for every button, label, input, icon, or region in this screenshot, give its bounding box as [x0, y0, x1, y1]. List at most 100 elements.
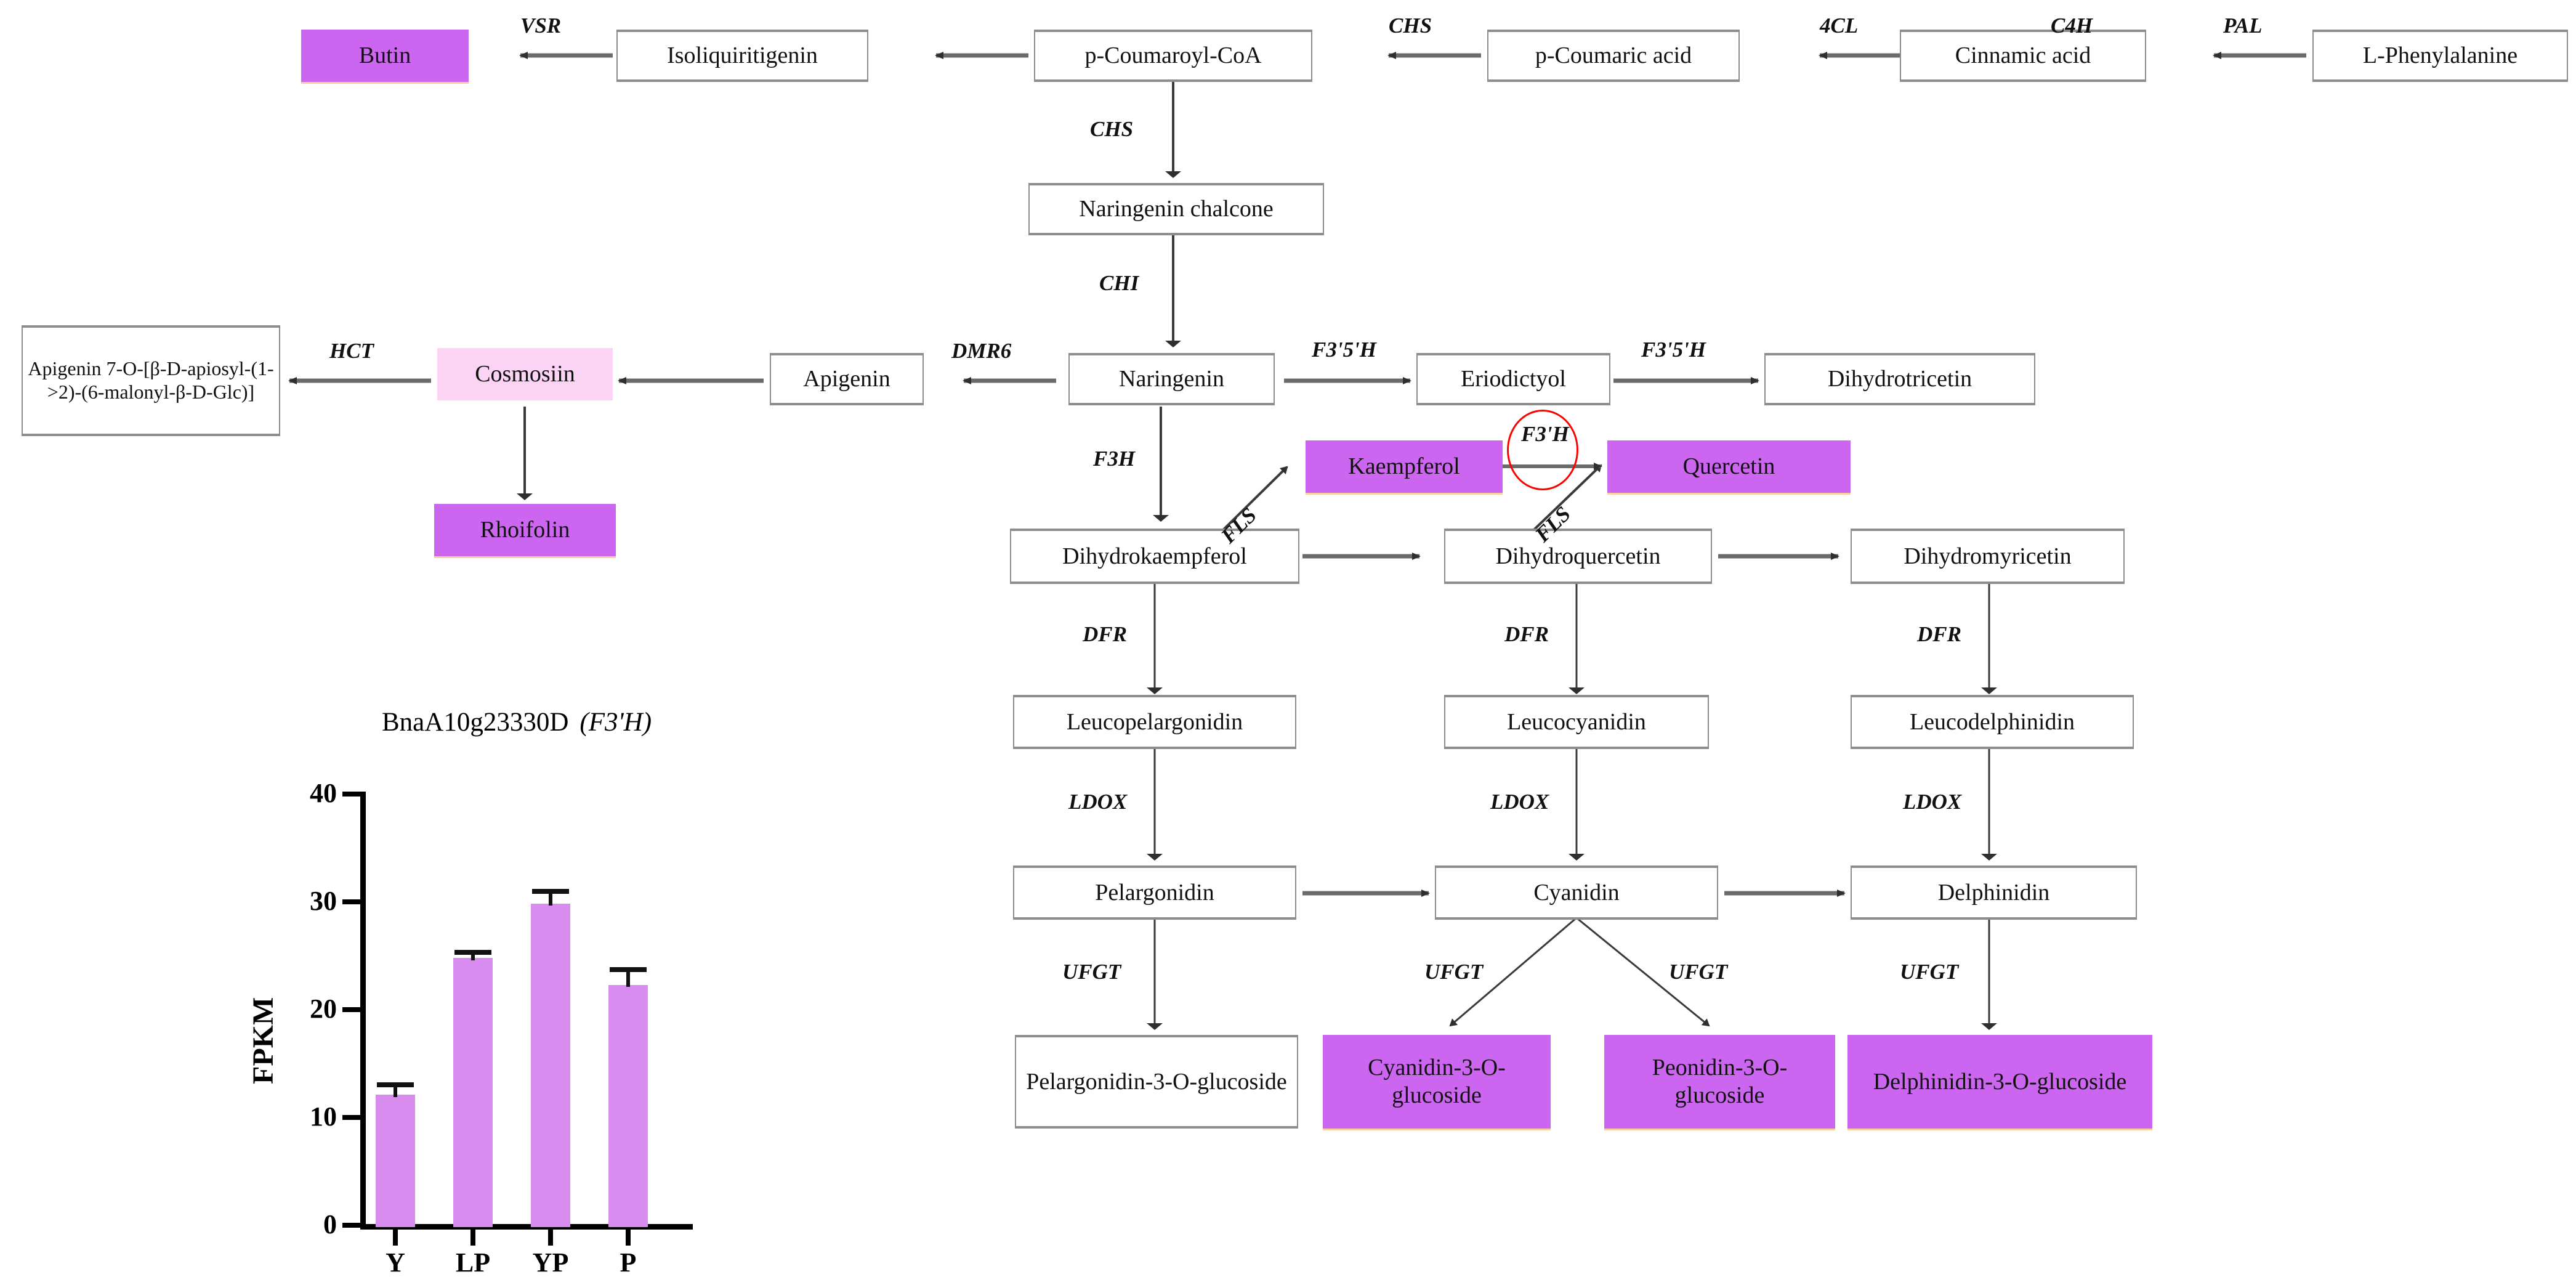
node-leucocyanidin[interactable]: Leucocyanidin [1444, 695, 1709, 749]
chart-errorbar-YP-stem [549, 891, 552, 906]
chart-xtick-label-Y: Y [386, 1247, 405, 1278]
chart-xtick-label-YP: YP [532, 1247, 569, 1278]
enzyme-label-chs-down: CHS [1090, 117, 1134, 141]
chart-xtick-mark-P [626, 1228, 631, 1246]
chart-title-enzyme: (F3'H) [579, 708, 652, 737]
chart-errorbar-Y-cap [377, 1082, 414, 1087]
node-dihydrokaempferol-label: Dihydrokaempferol [1062, 543, 1247, 569]
chart-errorbar-LP-stem [471, 952, 475, 960]
chart-xtick-mark-YP [548, 1228, 553, 1246]
node-pelargonidin[interactable]: Pelargonidin [1013, 865, 1296, 920]
node-dihydroquercetin-label: Dihydroquercetin [1495, 543, 1661, 569]
chart-ytick-30: 30 [310, 886, 337, 916]
node-butin-label: Butin [358, 43, 411, 69]
node-cyanidin-label: Cyanidin [1533, 879, 1620, 906]
enzyme-label-dfr-1: DFR [1083, 622, 1127, 646]
enzyme-label-c4h: C4H [2051, 14, 2093, 38]
node-cinnamic-acid[interactable]: Cinnamic acid [1900, 30, 2146, 82]
node-peonidin-3-o-glucoside[interactable]: Peonidin-3-O-glucoside [1604, 1035, 1835, 1129]
node-dihydromyricetin-label: Dihydromyricetin [1904, 543, 2072, 569]
node-leucopelargonidin[interactable]: Leucopelargonidin [1013, 695, 1296, 749]
chart-ytick-mark-40 [342, 792, 361, 797]
chart-xtick-mark-Y [393, 1228, 398, 1246]
node-delphinidin-label: Delphinidin [1937, 879, 2050, 906]
chart-errorbar-LP-cap [454, 950, 491, 955]
node-kaempferol-label: Kaempferol [1348, 453, 1460, 480]
enzyme-label-ufgt-1: UFGT [1062, 960, 1121, 984]
node-apigenin-conjugate-label: Apigenin 7-O-[β-D-apiosyl-(1->2)-(6-malo… [28, 357, 274, 403]
chart-bar-P[interactable] [608, 985, 648, 1227]
enzyme-label-hct: HCT [329, 339, 374, 363]
node-pelargonidin-3-o-glucoside-label: Pelargonidin-3-O-glucoside [1026, 1068, 1287, 1095]
chart-xtick-label-P: P [620, 1247, 637, 1278]
chart-ytick-0: 0 [323, 1209, 337, 1239]
chart-bar-Y[interactable] [376, 1095, 415, 1227]
node-p-coumaric-acid[interactable]: p-Coumaric acid [1487, 30, 1740, 82]
node-leucodelphinidin[interactable]: Leucodelphinidin [1851, 695, 2134, 749]
chart-errorbar-YP-cap [532, 889, 569, 894]
chart-title-gene-id: BnaA10g23330D [382, 708, 569, 737]
chart-bar-YP[interactable] [531, 904, 570, 1227]
node-kaempferol[interactable]: Kaempferol [1306, 440, 1503, 493]
node-naringenin-chalcone[interactable]: Naringenin chalcone [1028, 183, 1324, 235]
node-quercetin[interactable]: Quercetin [1607, 440, 1851, 493]
chart-ytick-mark-20 [342, 1007, 361, 1012]
node-dihydrotricetin-label: Dihydrotricetin [1827, 366, 1972, 392]
node-eriodictyol[interactable]: Eriodictyol [1416, 353, 1610, 405]
node-dihydromyricetin[interactable]: Dihydromyricetin [1851, 529, 2125, 584]
chart-y-axis [360, 792, 366, 1229]
node-cosmosiin[interactable]: Cosmosiin [437, 348, 613, 400]
node-leucodelphinidin-label: Leucodelphinidin [1909, 708, 2075, 735]
enzyme-label-dfr-3: DFR [1917, 622, 1961, 646]
node-apigenin[interactable]: Apigenin [770, 353, 924, 405]
chart-ytick-40: 40 [310, 778, 337, 808]
node-cyanidin-3-o-glucoside[interactable]: Cyanidin-3-O-glucoside [1323, 1035, 1551, 1129]
node-delphinidin[interactable]: Delphinidin [1851, 865, 2137, 920]
chart-ytick-mark-10 [342, 1115, 361, 1120]
node-cyanidin[interactable]: Cyanidin [1435, 865, 1718, 920]
node-apigenin-label: Apigenin [803, 366, 890, 392]
node-peonidin-3-o-glucoside-label: Peonidin-3-O-glucoside [1652, 1055, 1788, 1108]
node-naringenin[interactable]: Naringenin [1068, 353, 1275, 405]
node-dihydrokaempferol[interactable]: Dihydrokaempferol [1010, 529, 1299, 584]
chart-bar-LP[interactable] [453, 958, 493, 1227]
node-pelargonidin-label: Pelargonidin [1095, 879, 1214, 906]
chart-xtick-mark-LP [470, 1228, 475, 1246]
node-delphinidin-3-o-glucoside[interactable]: Delphinidin-3-O-glucoside [1847, 1035, 2152, 1129]
node-leucopelargonidin-label: Leucopelargonidin [1066, 708, 1243, 735]
node-dihydrotricetin[interactable]: Dihydrotricetin [1764, 353, 2035, 405]
node-isoliquiritigenin[interactable]: Isoliquiritigenin [616, 30, 868, 82]
chart-x-axis [360, 1224, 693, 1230]
enzyme-label-f3p5ph-2: F3'5'H [1641, 338, 1706, 362]
chart-ytick-20: 20 [310, 994, 337, 1024]
enzyme-label-f3h: F3H [1093, 447, 1136, 471]
enzyme-label-ufgt-4: UFGT [1900, 960, 1959, 984]
node-quercetin-label: Quercetin [1682, 453, 1775, 480]
node-cinnamic-acid-label: Cinnamic acid [1955, 43, 2091, 69]
chart-ytick-mark-30 [342, 899, 361, 904]
node-dihydroquercetin[interactable]: Dihydroquercetin [1444, 529, 1712, 584]
chart-errorbar-P-stem [626, 970, 630, 987]
node-l-phenylalanine[interactable]: L-Phenylalanine [2312, 30, 2568, 82]
enzyme-label-dfr-2: DFR [1504, 622, 1549, 646]
enzyme-label-ufgt-2: UFGT [1424, 960, 1484, 984]
node-rhoifolin[interactable]: Rhoifolin [434, 504, 616, 556]
enzyme-label-4cl: 4CL [1820, 14, 1859, 38]
enzyme-label-ldox-1: LDOX [1068, 790, 1128, 814]
enzyme-label-ufgt-3: UFGT [1669, 960, 1728, 984]
node-leucocyanidin-label: Leucocyanidin [1507, 708, 1646, 735]
enzyme-label-f3p5ph-1: F3'5'H [1312, 338, 1377, 362]
chart-ytick-10: 10 [310, 1101, 337, 1132]
node-butin[interactable]: Butin [301, 30, 469, 82]
chart-ytick-mark-0 [342, 1223, 361, 1228]
enzyme-label-vsr: VSR [520, 14, 562, 38]
node-pelargonidin-3-o-glucoside[interactable]: Pelargonidin-3-O-glucoside [1015, 1035, 1298, 1129]
enzyme-label-chi: CHI [1099, 271, 1139, 295]
node-apigenin-conjugate[interactable]: Apigenin 7-O-[β-D-apiosyl-(1->2)-(6-malo… [22, 325, 280, 436]
expression-bar-chart: BnaA10g23330D(F3'H) FPKM 40 30 20 10 0 [234, 702, 702, 1285]
node-naringenin-label: Naringenin [1119, 366, 1224, 392]
node-p-coumaroyl-coa[interactable]: p-Coumaroyl-CoA [1034, 30, 1312, 82]
node-naringenin-chalcone-label: Naringenin chalcone [1079, 196, 1274, 222]
node-p-coumaric-acid-label: p-Coumaric acid [1535, 43, 1692, 69]
